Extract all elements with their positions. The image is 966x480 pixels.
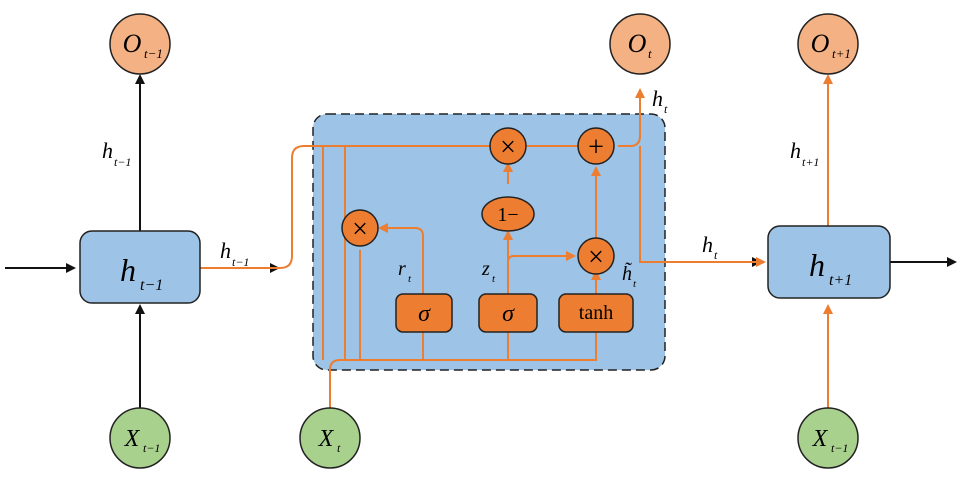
reset-gate: σ [395, 293, 453, 333]
input-next-base: X [812, 426, 829, 452]
input-next-sub: t−1 [831, 441, 848, 455]
label-h-t-right-base: h [702, 232, 713, 257]
output-prev-sub: t−1 [144, 46, 163, 61]
add-node: + [577, 127, 615, 165]
input-next: X t−1 [797, 407, 859, 469]
update-gate: σ [478, 293, 538, 333]
label-r-t-base: r [398, 258, 406, 280]
input-prev-base: X [124, 426, 141, 452]
multiply-node-candidate: × [577, 237, 615, 275]
reset-gate-label: σ [418, 301, 431, 327]
input-current-base: X [318, 426, 335, 452]
label-h-prev-up-sub: t−1 [114, 155, 131, 169]
label-h-next-up-base: h [790, 138, 801, 163]
label-h-prev-right-sub: t−1 [232, 255, 249, 269]
label-z-t-sub: t [492, 273, 496, 285]
label-h-tilde-base: h̃ [622, 261, 632, 285]
output-prev: O t−1 [109, 13, 171, 75]
label-h-next-up-sub: t+1 [802, 155, 819, 169]
hidden-state-next-base: h [809, 247, 825, 283]
output-next-base: O [811, 29, 830, 58]
input-current: X t [299, 407, 361, 469]
output-current: O t [609, 13, 671, 75]
label-h-prev-up-base: h [102, 138, 113, 163]
multiply-node-reset: × [341, 209, 379, 247]
multiply-symbol: × [500, 132, 516, 163]
add-symbol: + [588, 132, 604, 163]
update-gate-label: σ [502, 301, 515, 327]
input-prev: X t−1 [109, 407, 171, 469]
hidden-state-next: h t+1 [767, 225, 891, 299]
label-r-t-sub: t [408, 273, 412, 285]
label-h-tilde-sub: t [633, 278, 637, 290]
label-h-t-up-base: h [652, 86, 663, 111]
input-current-sub: t [337, 441, 341, 455]
input-prev-sub: t−1 [143, 441, 160, 455]
output-next-sub: t+1 [832, 46, 851, 61]
hidden-state-next-sub: t+1 [829, 272, 852, 289]
output-current-sub: t [648, 46, 652, 61]
one-minus-symbol: 1− [497, 204, 518, 226]
output-prev-base: O [123, 29, 142, 58]
multiply-symbol: × [352, 214, 368, 245]
hidden-state-prev: h t−1 [79, 230, 201, 304]
output-current-base: O [628, 29, 647, 58]
hidden-state-prev-base: h [120, 252, 136, 288]
hidden-state-prev-sub: t−1 [140, 277, 163, 294]
orange-connections [200, 74, 833, 408]
label-z-t-base: z [481, 258, 490, 280]
label-h-t-up-sub: t [664, 102, 668, 116]
multiply-symbol: × [588, 242, 604, 273]
label-h-t-right-sub: t [714, 248, 718, 262]
candidate-gate: tanh [558, 293, 634, 333]
one-minus-node: 1− [481, 196, 535, 232]
candidate-gate-label: tanh [579, 302, 613, 324]
label-h-prev-right-base: h [220, 238, 231, 263]
output-next: O t+1 [797, 13, 859, 75]
multiply-node-top: × [489, 127, 527, 165]
edge-labels: h t−1 h t−1 h t h t h t+1 r t z t h̃ t [102, 86, 819, 290]
